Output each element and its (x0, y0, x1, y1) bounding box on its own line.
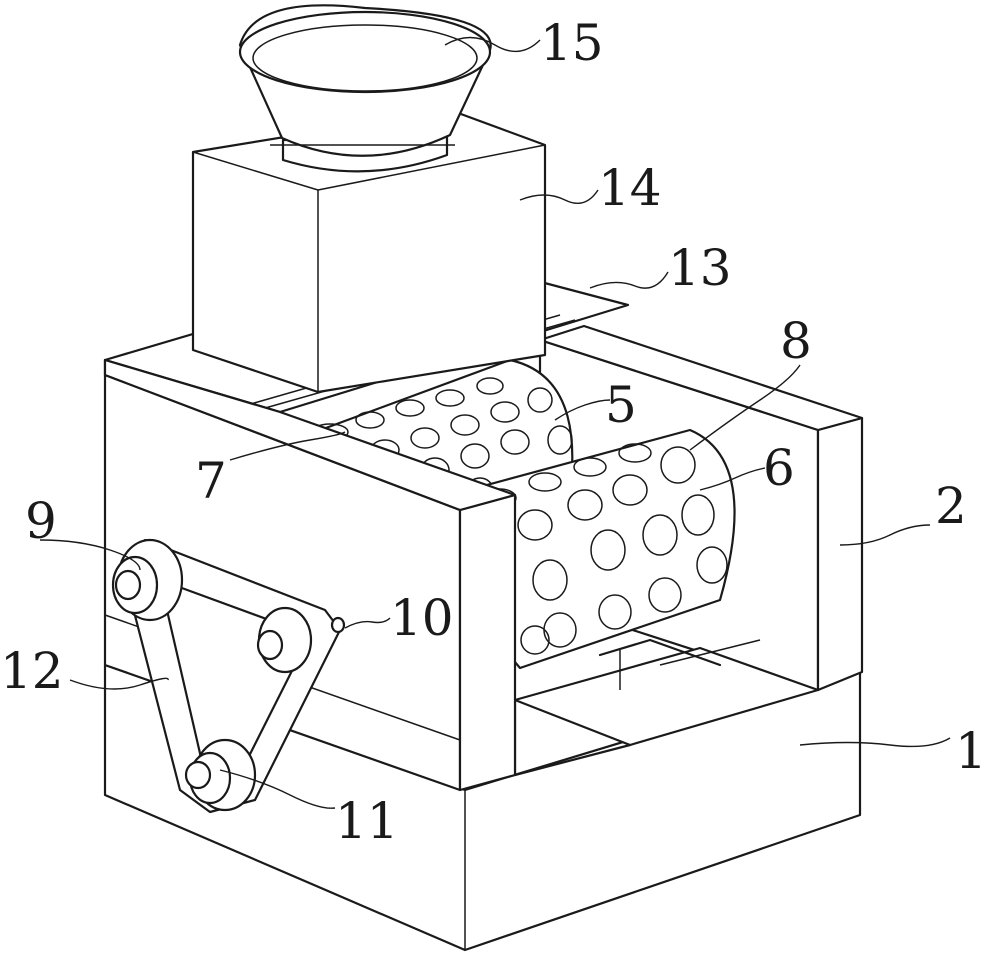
label-1: 1 (955, 722, 987, 780)
label-14: 14 (598, 159, 662, 217)
label-8: 8 (780, 312, 812, 370)
part-labels: 15 14 13 8 5 6 7 9 10 12 11 2 1 (0, 14, 987, 850)
belt-drive (111, 538, 346, 814)
label-13: 13 (668, 239, 732, 297)
base-block (103, 663, 862, 952)
label-10: 10 (390, 589, 454, 647)
label-12: 12 (0, 642, 64, 700)
label-5: 5 (605, 376, 637, 434)
label-11: 11 (335, 792, 399, 850)
label-2: 2 (935, 477, 967, 535)
feed-hopper (238, 4, 492, 173)
label-9: 9 (25, 492, 57, 550)
label-6: 6 (763, 439, 795, 497)
label-7: 7 (195, 452, 227, 510)
leader-lines (39, 36, 951, 809)
label-15: 15 (540, 14, 604, 72)
